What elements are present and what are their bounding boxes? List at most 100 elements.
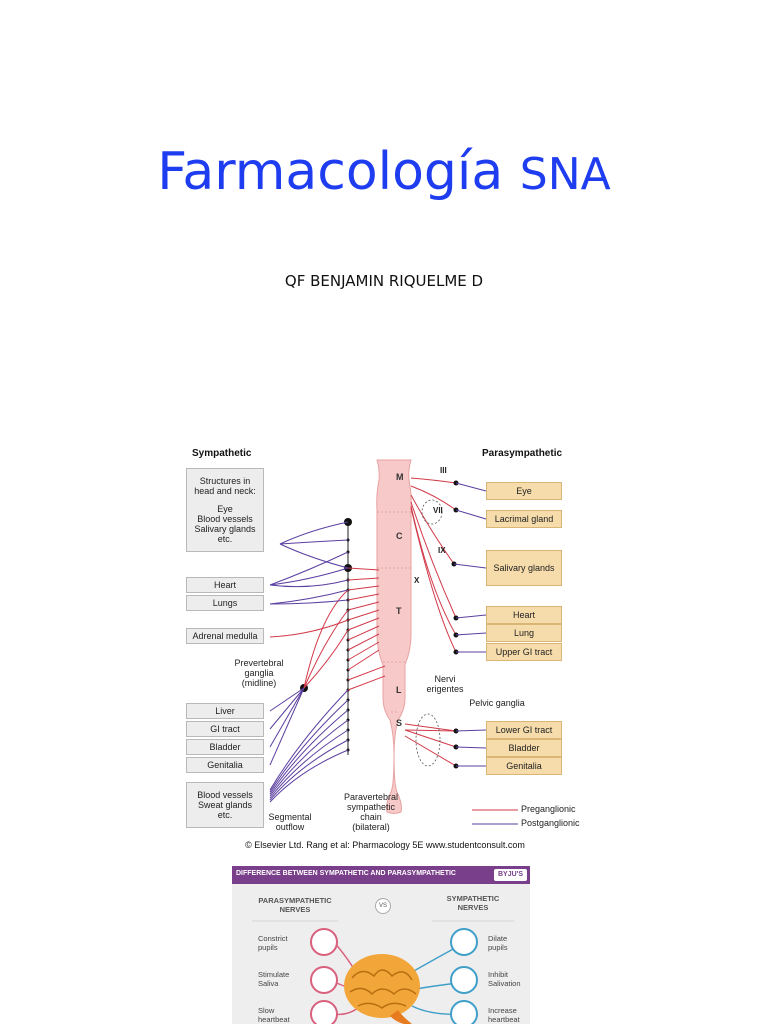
label-segmental-outflow: Segmental outflow [260, 812, 320, 832]
sympathetic-heading: Sympathetic [192, 448, 252, 459]
segment-t: T [396, 606, 402, 616]
effect-text: heartbeat [488, 1015, 520, 1024]
effect-text: Salivation [488, 979, 521, 988]
label-text: sympathetic [346, 802, 396, 812]
label-nervi-erigentes: Nervi erigentes [420, 674, 470, 694]
box-text: Salivary glands [194, 524, 256, 534]
slide-title: Farmacología SNA [0, 140, 768, 207]
label-text: erigentes [426, 684, 464, 694]
effect-text: Saliva [258, 979, 279, 988]
box-text: Blood vessels [197, 790, 253, 800]
sympathetic-column-heading: SYMPATHETIC NERVES [432, 894, 514, 912]
box-genitalia-para: Genitalia [486, 757, 562, 775]
box-text: head and neck: [194, 486, 256, 496]
legend-preganglionic: Preganglionic [521, 804, 576, 814]
box-lungs-sym: Lungs [186, 595, 264, 611]
pancreas-icon: Pancreas [450, 966, 478, 994]
box-blood-vessels: Blood vessels Sweat glands etc. [186, 782, 264, 828]
effect-text: Slow [258, 1006, 275, 1015]
label-paravertebral-chain: Paravertebral sympathetic chain (bilater… [336, 792, 406, 832]
box-genitalia-sym: Genitalia [186, 757, 264, 773]
eye-icon: Eye [450, 928, 478, 956]
box-gi-tract: GI tract [186, 721, 264, 737]
box-text: Structures in [199, 476, 251, 486]
label-pelvic-ganglia: Pelvic ganglia [469, 698, 525, 708]
icon-caption: Pancreas [455, 984, 473, 989]
effect-text: Inhibit [488, 970, 509, 979]
segment-m: M [396, 472, 404, 482]
box-heart-para: Heart [486, 606, 562, 624]
heading-text: PARASYMPATHETIC [258, 896, 332, 905]
box-eye: Eye [486, 482, 562, 500]
figure-credit: © Elsevier Ltd. Rang et al: Pharmacology… [245, 840, 525, 850]
box-lower-gi: Lower GI tract [486, 721, 562, 739]
cranial-nerve-ix: IX [438, 546, 446, 555]
pancreas-icon: Pancreas [310, 966, 338, 994]
box-text: Sweat glands [197, 800, 253, 810]
legend-postganglionic: Postganglionic [521, 818, 580, 828]
label-text: Paravertebral [343, 792, 399, 802]
label-text: outflow [275, 822, 305, 832]
infographic-title: DIFFERENCE BETWEEN SYMPATHETIC AND PARAS… [236, 870, 456, 877]
icon-caption: Eye [320, 946, 328, 951]
brand-logo: BYJU'S [493, 869, 527, 881]
label-text: (midline) [241, 678, 277, 688]
label-text: (bilateral) [352, 822, 390, 832]
cranial-nerve-vii: VII [433, 506, 443, 515]
icon-caption: Eye [460, 946, 468, 951]
box-heart-sym: Heart [186, 577, 264, 593]
title-acronym: SNA [519, 149, 611, 200]
spinal-cord-shape [376, 459, 412, 814]
effect-text: Stimulate [258, 970, 290, 979]
box-text: etc. [217, 810, 233, 820]
box-text: Eye [217, 504, 233, 514]
parasympathetic-heading: Parasympathetic [482, 448, 563, 459]
box-lung-para: Lung [486, 624, 562, 642]
diagram-lines [269, 459, 518, 825]
parasympathetic-column-heading: PARASYMPATHETIC NERVES [250, 896, 340, 914]
box-bladder-sym: Bladder [186, 739, 264, 755]
title-main: Farmacología [157, 142, 504, 202]
label-text: Prevertebral [234, 658, 284, 668]
effect-text: Increase [488, 1006, 517, 1015]
cranial-nerve-iii: III [440, 466, 447, 475]
segment-s: S [396, 718, 403, 728]
label-text: ganglia [244, 668, 274, 678]
brain-icon [344, 954, 420, 1018]
effect-text: Constrict [258, 934, 288, 943]
box-text: etc. [217, 534, 233, 544]
vs-badge: VS [375, 898, 391, 914]
effect-text: pupils [488, 943, 508, 952]
brain-stem-icon [390, 1010, 412, 1024]
heading-text: SYMPATHETIC [446, 894, 500, 903]
box-lacrimal-gland: Lacrimal gland [486, 510, 562, 528]
icon-caption: Pancreas [315, 984, 333, 989]
sympathetic-vs-parasympathetic-infographic: DIFFERENCE BETWEEN SYMPATHETIC AND PARAS… [232, 866, 530, 1024]
eye-icon: Eye [310, 928, 338, 956]
heading-text: NERVES [279, 905, 311, 914]
segment-c: C [396, 531, 403, 541]
heart-icon [310, 1000, 338, 1024]
label-text: chain [360, 812, 382, 822]
box-head-neck-structures: Structures in head and neck: Eye Blood v… [186, 468, 264, 552]
segment-l: L [396, 685, 402, 695]
box-liver: Liver [186, 703, 264, 719]
autonomic-nervous-system-diagram: Sympathetic Parasympathetic Structures i… [180, 440, 590, 852]
box-upper-gi: Upper GI tract [486, 643, 562, 661]
effect-text: Dilate [488, 934, 508, 943]
label-prevertebral-ganglia: Prevertebral ganglia (midline) [224, 658, 294, 688]
heart-icon [450, 1000, 478, 1024]
cranial-nerve-x: X [414, 576, 420, 585]
box-salivary-glands: Salivary glands [486, 550, 562, 586]
box-bladder-para: Bladder [486, 739, 562, 757]
slide-subtitle: QF BENJAMIN RIQUELME D [284, 272, 484, 290]
label-text: Segmental [268, 812, 312, 822]
box-text: Blood vessels [197, 514, 253, 524]
effect-text: pupils [258, 943, 278, 952]
